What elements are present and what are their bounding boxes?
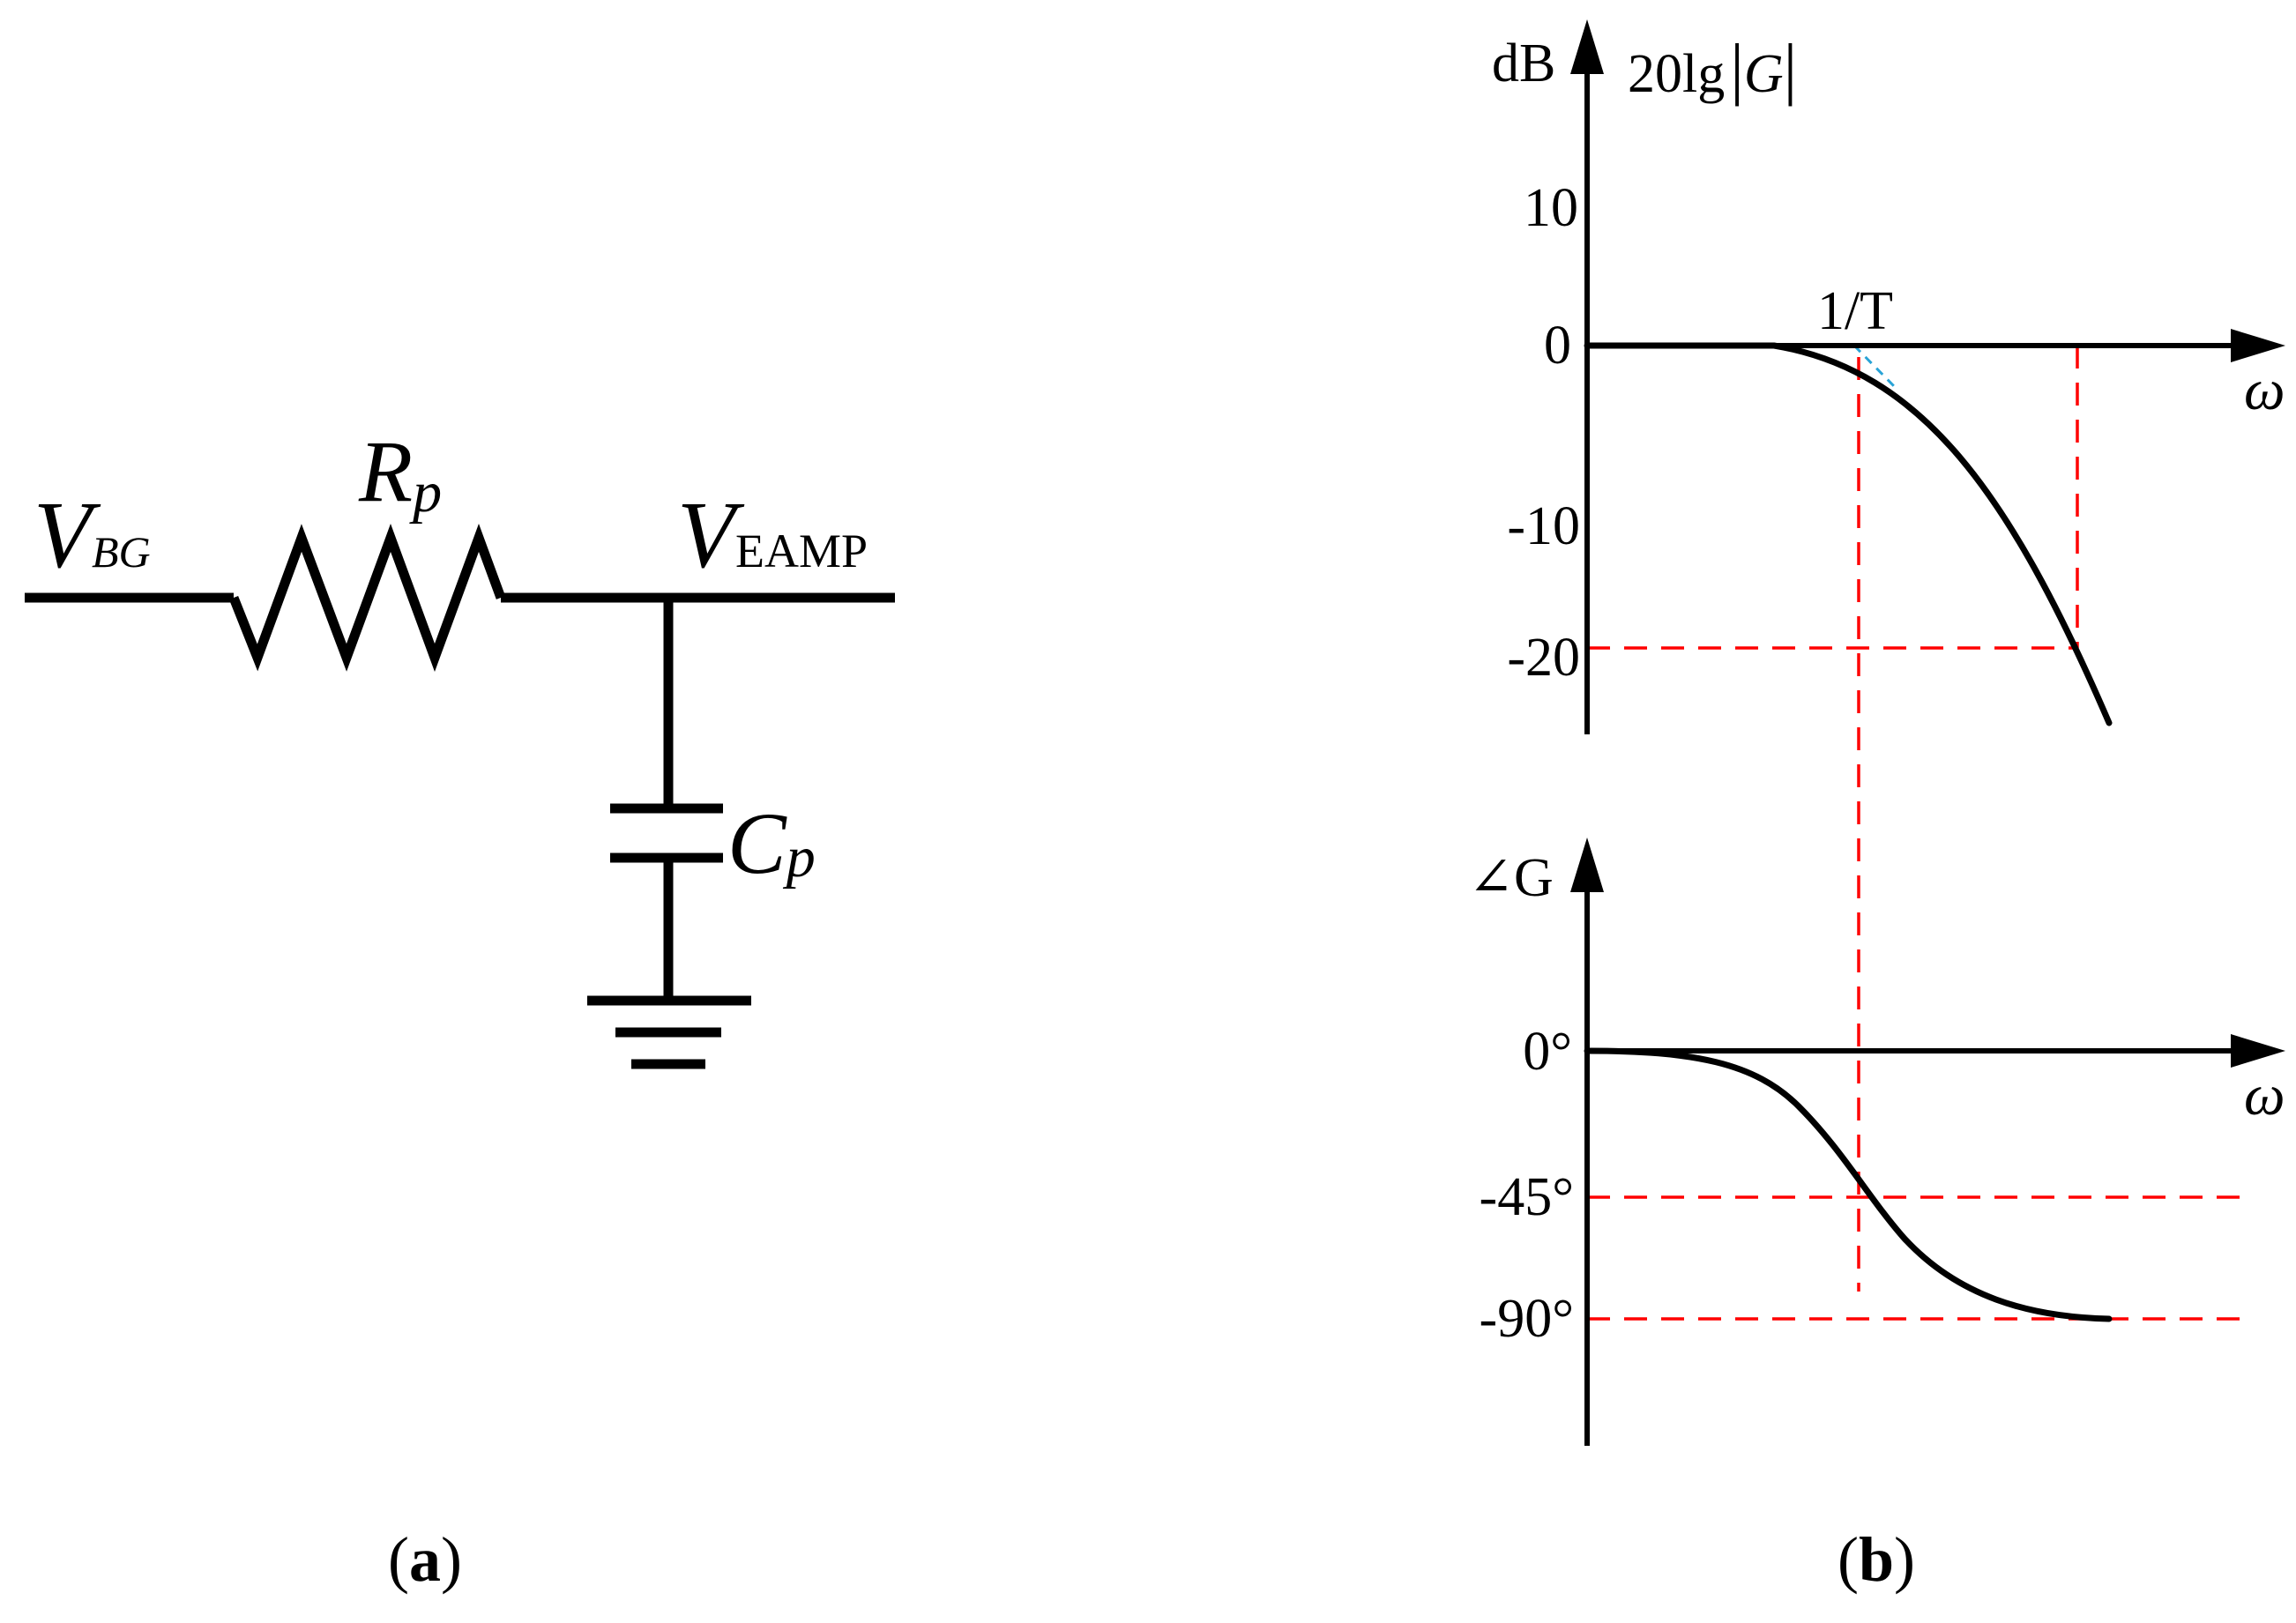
resistor-rp <box>228 524 506 672</box>
phase-tick-minus90: -90° <box>1480 1289 1574 1349</box>
caption-b: (b) <box>1838 1524 1915 1595</box>
magnitude-plot: dB 20lg|G| 10 0 -10 -20 1/T ω <box>1492 19 2285 1292</box>
phase-x-arrow <box>2231 1034 2285 1068</box>
phase-tick-0: 0° <box>1523 1022 1572 1082</box>
phase-curve <box>1584 1047 2113 1322</box>
phase-y-label: ∠G <box>1468 848 1554 908</box>
magnitude-tick-0: 0 <box>1544 316 1571 376</box>
output-label: VEAMP <box>677 483 868 588</box>
phase-y-arrow <box>1570 838 1604 892</box>
input-label: VBG <box>34 483 151 588</box>
phase-plot: ∠G 0° -45° -90° ω <box>1468 838 2285 1446</box>
phase-tick-minus45: -45° <box>1480 1167 1574 1227</box>
rc-circuit: VBG Rp VEAMP Cp (a) <box>25 422 895 1595</box>
magnitude-tick-10: 10 <box>1524 178 1578 238</box>
phase-x-label: ω <box>2244 1063 2285 1128</box>
corner-frequency-label: 1/T <box>1817 281 1893 341</box>
magnitude-tick-minus20: -20 <box>1507 628 1580 688</box>
magnitude-y-unit: dB <box>1492 34 1555 93</box>
magnitude-x-arrow <box>2231 329 2285 362</box>
magnitude-y-arrow <box>1570 19 1604 74</box>
magnitude-title: 20lg|G| <box>1628 30 1797 107</box>
magnitude-tick-minus10: -10 <box>1507 496 1580 556</box>
caption-a: (a) <box>388 1524 462 1595</box>
capacitor-label: Cp <box>727 794 816 892</box>
magnitude-x-label: ω <box>2244 358 2285 422</box>
resistor-label: Rp <box>358 422 442 525</box>
magnitude-curve <box>1584 342 2113 726</box>
